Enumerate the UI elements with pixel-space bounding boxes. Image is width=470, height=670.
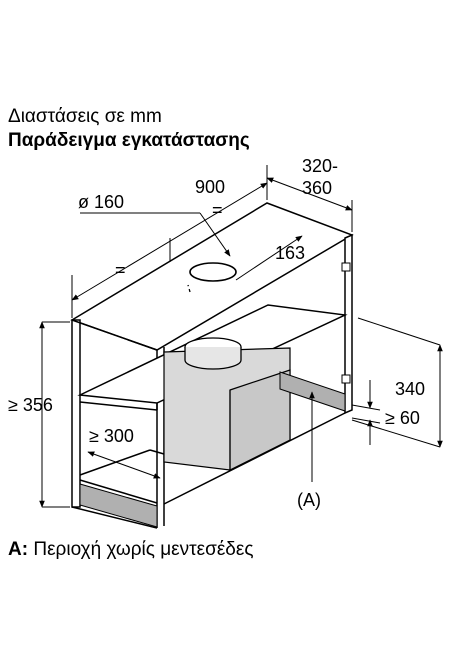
hood-unit — [163, 347, 291, 471]
depth-label-bottom: 360 — [302, 178, 332, 198]
legend-caption: A: Περιοχή χωρίς μεντεσέδες — [8, 539, 254, 561]
legend-key: A: — [8, 539, 29, 560]
duct-diameter-label: ø 160 — [78, 192, 124, 212]
width-label: 900 — [195, 177, 225, 197]
left-side-panel — [71, 319, 81, 508]
right-side-panel — [344, 233, 353, 415]
diagram-title: Παράδειγμα εγκατάστασης — [8, 130, 250, 151]
clearance-label: ≥ 60 — [385, 408, 420, 428]
shelf-depth-label: ≥ 300 — [89, 426, 134, 446]
duct-offset-label: 163 — [275, 243, 305, 263]
depth-label-top: 320- — [302, 156, 338, 176]
dimension-lines — [39, 165, 443, 508]
equal-sign-lower: = — [115, 260, 126, 280]
legend-text: Περιοχή χωρίς μεντεσέδες — [33, 539, 254, 560]
hinge-upper — [341, 262, 351, 272]
units-subtitle: Διαστάσεις σε mm — [8, 106, 162, 127]
hood-height-label: 340 — [395, 379, 425, 399]
zone-a-marker: (A) — [297, 490, 321, 510]
equal-sign-upper: = — [212, 200, 223, 220]
cabinet-height-label: ≥ 356 — [8, 395, 53, 415]
hinge-free-zone-bottom — [79, 483, 158, 528]
hinge-lower — [341, 374, 351, 384]
